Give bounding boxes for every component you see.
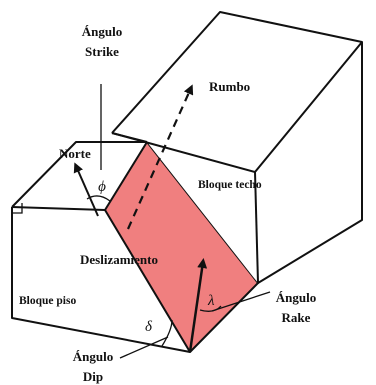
north-arrow (73, 162, 99, 217)
strike-direction-label: Rumbo (209, 79, 250, 94)
footwall-label: Bloque piso (19, 295, 76, 307)
footwall-block (11, 141, 191, 353)
rake-angle-label-line2: Rake (282, 310, 311, 325)
north-label: Norte (59, 146, 91, 161)
dip-symbol: δ (145, 319, 153, 335)
dip-pointer (119, 336, 169, 359)
strike-angle-label-line1: Ángulo (82, 24, 122, 39)
hanging-wall-label: Bloque techo (198, 179, 262, 191)
slip-arrow (188, 258, 208, 353)
strike-angle-arc (86, 195, 111, 202)
dip-angle-label-line2: Dip (83, 369, 103, 384)
hanging-wall-block (111, 11, 363, 284)
strike-direction-arrow (126, 84, 194, 230)
strike-symbol: ϕ (98, 179, 106, 195)
strike-angle-label-line2: Strike (85, 44, 119, 59)
dip-angle-label-line1: Ángulo (73, 349, 113, 364)
dip-angle-arc (161, 319, 173, 347)
rake-angle-label-line1: Ángulo (276, 290, 316, 305)
rake-symbol: λ (207, 293, 215, 309)
rake-pointer (211, 291, 271, 312)
slip-label: Deslizamiento (80, 252, 158, 267)
